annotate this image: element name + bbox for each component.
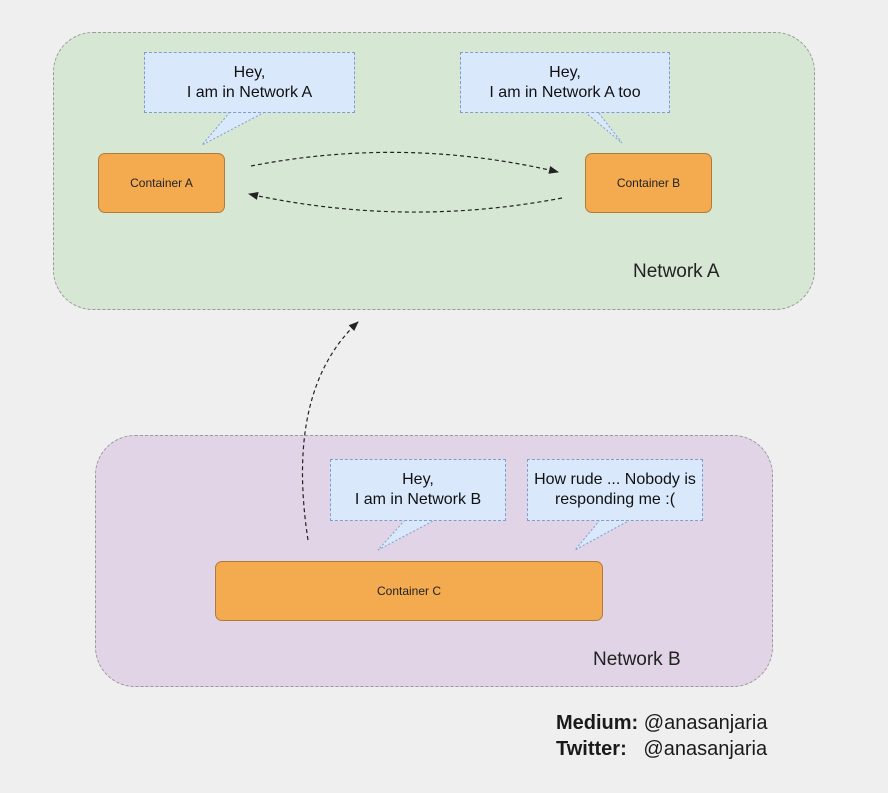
bubble-container-c: Hey, I am in Network B (330, 459, 506, 521)
twitter-handle: @anasanjaria (643, 738, 768, 760)
medium-handle: @anasanjaria (643, 712, 768, 734)
bubble-container-c-rude: How rude ... Nobody is responding me :( (527, 459, 703, 521)
footer-medium: Medium: @anasanjaria (556, 712, 768, 735)
container-a: Container A (98, 153, 225, 213)
network-b-label: Network B (593, 649, 681, 670)
bubble-container-b: Hey, I am in Network A too (460, 52, 670, 113)
twitter-label: Twitter: (556, 738, 627, 760)
footer-twitter: Twitter: @anasanjaria (556, 738, 767, 761)
bubble-container-a: Hey, I am in Network A (144, 52, 355, 113)
medium-label: Medium: (556, 712, 639, 734)
container-c: Container C (215, 561, 603, 621)
container-b: Container B (585, 153, 712, 213)
network-a-label: Network A (633, 261, 720, 282)
